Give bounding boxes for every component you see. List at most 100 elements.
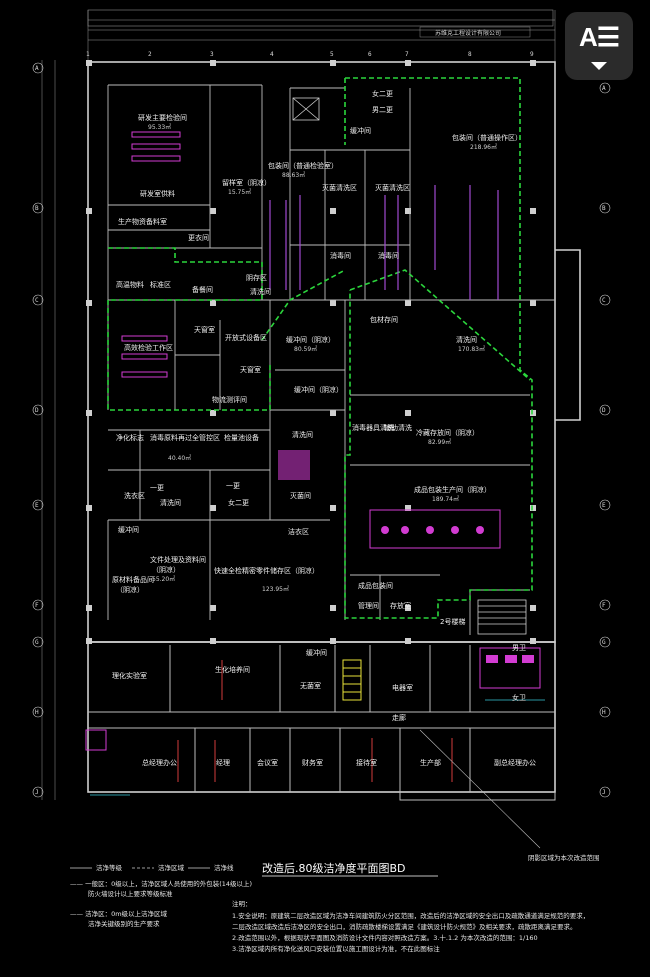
room-label: 财务室 <box>302 758 323 767</box>
axis-labels-top: 1 2 3 4 5 6 7 8 9 <box>86 51 534 58</box>
room-label: 缓冲间 <box>350 126 371 135</box>
note-line-4: 3.洁净区域内所有净化送风口安装位置以施工图设计为准，不在此图标注 <box>232 944 440 953</box>
axis-label-y: E <box>35 502 39 509</box>
room-label: 开放式设备区 <box>225 333 267 342</box>
room-label: 消毒原料再过全管控区 <box>150 433 220 442</box>
room-label: 走廊 <box>392 713 406 722</box>
drawing-title: 改造后.80级洁净度平面图BD <box>262 861 406 875</box>
note-line-3: 2.改造范围以外，根据现状平面图及消防设计文件内容对照改造方案。3.十.1.2 … <box>232 933 538 942</box>
room-label: 管理间 <box>358 601 379 610</box>
storage-shelving <box>269 185 499 300</box>
room-area: 95.33㎡ <box>148 123 171 131</box>
room-label: 检量池设备 <box>224 433 259 442</box>
room-label: 清洗间 <box>456 335 477 344</box>
axis-label-y-right: F <box>602 602 606 609</box>
room-label: 灭菌间 <box>290 491 311 500</box>
axis-label-y: D <box>35 407 39 414</box>
axis-label-y-right: D <box>602 407 606 414</box>
room-label: 生产部 <box>420 758 441 767</box>
axis-label-y: B <box>35 205 39 212</box>
room-label: 会议室 <box>257 758 278 767</box>
room-label: 快速全检精密零件储存区（阴凉） <box>214 566 319 575</box>
room-label: 留样室（阴凉） <box>222 178 271 187</box>
room-label: 清洗间 <box>250 287 271 296</box>
axis-bubbles-left <box>32 62 44 798</box>
leader-line <box>419 729 541 849</box>
room-label: 缓冲间（阴凉） <box>294 385 343 394</box>
room-label: 高效检验工作区 <box>124 343 173 352</box>
room-label: 净化标志 <box>116 433 144 442</box>
room-label: 灭菌清洗区 <box>322 183 357 192</box>
side-note: 阴影区域为本次改造范围 <box>528 853 600 862</box>
axis-label-y: F <box>35 602 39 609</box>
room-label: 理化实验室 <box>112 671 147 680</box>
room-label: 物流测评间 <box>212 395 247 404</box>
room-label: 总经理办公 <box>142 758 177 767</box>
axis-label-x: 4 <box>270 51 274 58</box>
axis-label-y: A <box>35 65 39 72</box>
room-area: 218.96㎡ <box>470 143 497 151</box>
structural-columns <box>86 60 536 644</box>
axis-label-x: 9 <box>530 51 534 58</box>
legend-text-1b: 防火墙设计以上要求等级标准 <box>88 889 173 898</box>
room-label: 女卫 <box>512 693 526 702</box>
room-label: 研发室供料 <box>140 189 175 198</box>
notes-heading: 注明： <box>232 899 252 908</box>
room-area: 15.75㎡ <box>228 188 251 196</box>
axis-label-y-right: A <box>602 85 606 92</box>
dimension-lines-left <box>41 60 56 800</box>
reader-mode-icon: A☰ <box>578 22 620 52</box>
header-strip-label: 苏维克工程设计有限公司 <box>435 29 501 37</box>
axis-label-y-right: E <box>602 502 606 509</box>
axis-label-y-right: G <box>602 639 606 646</box>
room-area: 123.95㎡ <box>262 585 289 593</box>
room-label: 备餐间 <box>192 285 213 294</box>
room-label: 副总经理办公 <box>494 758 536 767</box>
axis-label-x: 2 <box>148 51 152 58</box>
room-label: 天窗室 <box>240 365 261 374</box>
axis-label-y-right: B <box>602 205 606 212</box>
legend-label-3: 洁净线 <box>214 863 234 872</box>
room-label: 一更 <box>226 482 240 490</box>
stairs-main <box>342 659 362 701</box>
room-area: 170.83㎡ <box>458 345 485 353</box>
office-block-walls <box>88 645 556 801</box>
lab-benches <box>85 131 541 751</box>
clean-zone-boundary <box>107 77 533 619</box>
room-label: 成品包装间 <box>358 581 393 590</box>
cyan-marks <box>90 699 545 796</box>
room-label: 男卫 <box>512 644 526 652</box>
axis-label-y: G <box>35 639 39 646</box>
room-label: 女二更 <box>228 498 249 507</box>
room-label: 经理 <box>216 758 230 767</box>
room-label: 成品包装生产间（阴凉） <box>414 485 491 494</box>
room-label: 包装间（普通检验室） <box>268 161 338 170</box>
room-label: 包装间（普通操作区） <box>452 133 522 142</box>
room-label: 文件处理及资料间 <box>150 555 206 564</box>
room-area: 40.40㎡ <box>168 454 191 462</box>
room-label: 男二更 <box>372 106 393 114</box>
room-label: （阴凉） <box>152 565 180 574</box>
room-label: 消毒间 <box>378 251 399 260</box>
room-label: 研发主要检验间 <box>138 113 187 122</box>
room-label: 消毒器具清洗 <box>352 423 394 432</box>
axis-label-y-right: H <box>602 709 606 716</box>
room-label: 女二更 <box>372 89 393 98</box>
room-area: 55.20㎡ <box>152 575 175 583</box>
equipment-marks <box>278 450 534 663</box>
axis-label-x: 8 <box>468 51 472 58</box>
note-line-1: 1.安全说明：原建筑二层改造区域为洁净车间建筑防火分区范围，改造后的洁净区域的安… <box>232 911 589 920</box>
axis-label-x: 5 <box>330 51 334 58</box>
room-label: 冷藏存放间（阴凉） <box>416 428 479 437</box>
stairs-2 <box>292 97 527 635</box>
room-area: 80.59㎡ <box>294 345 317 353</box>
axis-label-y-right: J <box>602 789 606 796</box>
room-label: 一更 <box>150 484 164 492</box>
room-label: 生化培养间 <box>215 665 250 674</box>
axis-label-x: 3 <box>210 51 214 58</box>
reader-mode-button[interactable]: A☰ <box>565 12 633 80</box>
legend: 洁净等级 洁净区域 洁净线 —— 一般区：0级以上，洁净区域人员使用的外包装(1… <box>70 863 252 928</box>
room-label: 生产物资备料室 <box>118 217 167 226</box>
